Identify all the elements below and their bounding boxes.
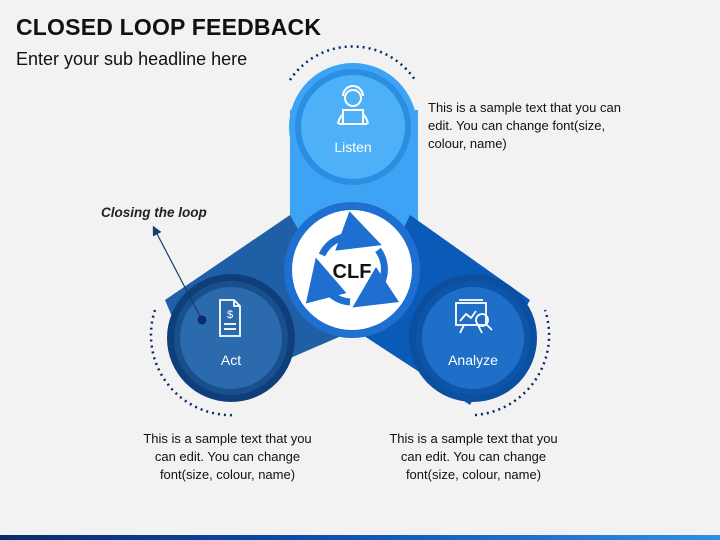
node-listen[interactable]: Listen <box>289 63 417 191</box>
listen-dotted-arc <box>288 45 417 81</box>
node-analyze[interactable]: Analyze <box>409 274 537 402</box>
closing-loop-pointer <box>152 225 207 325</box>
center-hub: CLF <box>284 202 420 338</box>
document-dollar-icon: $ <box>219 299 241 337</box>
center-label: CLF <box>333 261 372 283</box>
cycle-arrows-icon <box>305 211 400 308</box>
node-label-analyze: Analyze <box>448 352 498 368</box>
listen-note: This is a sample text that you can edit.… <box>428 100 621 151</box>
node-label-act: Act <box>221 352 241 368</box>
svg-text:$: $ <box>227 309 233 321</box>
chart-magnifier-icon <box>455 299 493 334</box>
page-title: CLOSED LOOP FEEDBACK <box>16 14 322 40</box>
node-act[interactable]: $ Act <box>167 274 295 402</box>
page-subtitle: Enter your sub headline here <box>16 49 248 69</box>
node-label-listen: Listen <box>334 139 371 155</box>
analyze-note: This is a sample text that you can edit.… <box>389 431 558 482</box>
bottom-accent-bar <box>0 535 720 540</box>
analyze-dotted-arc <box>474 309 551 417</box>
act-note: This is a sample text that you can edit.… <box>143 431 312 482</box>
user-laptop-icon <box>337 85 369 125</box>
closing-loop-label: Closing the loop <box>101 205 207 220</box>
